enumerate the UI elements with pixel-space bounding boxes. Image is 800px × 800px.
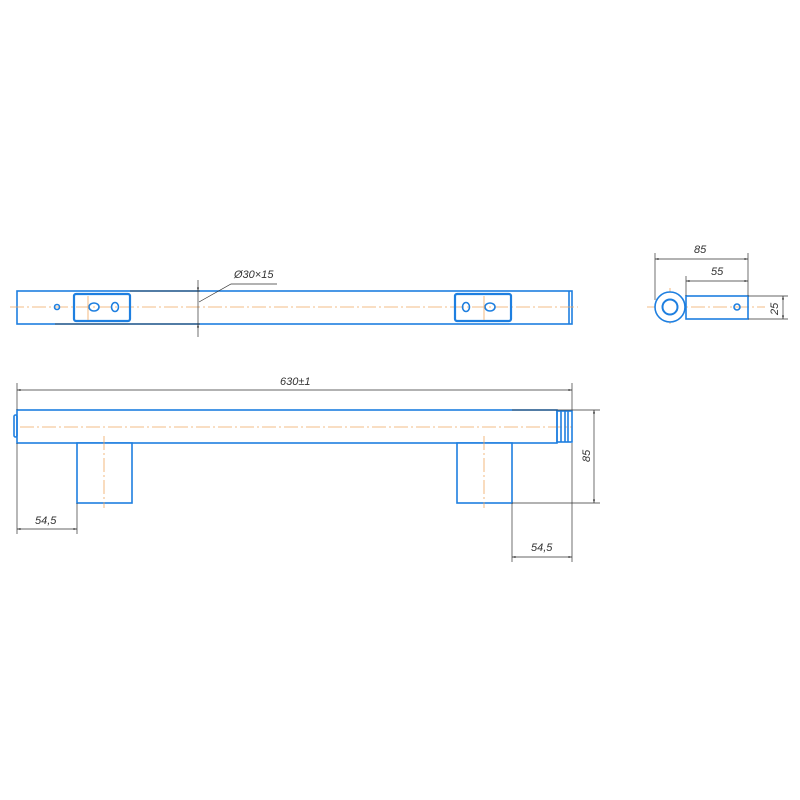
bracket-left-side bbox=[76, 442, 133, 504]
top-view: Ø30×15 bbox=[10, 269, 578, 337]
bracket-right-top bbox=[453, 292, 513, 323]
hole bbox=[53, 303, 61, 311]
dim-overall-length: 630±1 bbox=[280, 376, 311, 388]
bracket-right-side bbox=[456, 442, 513, 504]
hole bbox=[733, 303, 741, 311]
handle-bar-side bbox=[16, 409, 558, 444]
tube-bore bbox=[661, 298, 679, 316]
dim-height: 85 bbox=[581, 449, 593, 462]
dim-right-offset: 54,5 bbox=[531, 542, 553, 554]
dim-bracket-height: 25 bbox=[769, 302, 781, 316]
diameter-callout: Ø30×15 bbox=[233, 269, 274, 281]
end-cap bbox=[13, 414, 18, 438]
dim-end-width: 85 bbox=[694, 244, 707, 256]
dim-left-offset: 54,5 bbox=[35, 515, 57, 527]
bracket-left-top bbox=[72, 292, 132, 323]
side-view: 630±1 85 54,5 54,5 bbox=[13, 376, 600, 562]
slot bbox=[484, 302, 496, 312]
leader-line bbox=[198, 283, 277, 303]
slot bbox=[88, 302, 100, 312]
dim-bracket-length: 55 bbox=[711, 266, 724, 278]
slot bbox=[110, 301, 120, 313]
end-view: 85 55 25 bbox=[647, 244, 788, 326]
handle-bar-top bbox=[16, 290, 573, 325]
slot bbox=[461, 301, 471, 313]
bracket-end bbox=[685, 295, 749, 320]
tube-section bbox=[654, 291, 686, 323]
